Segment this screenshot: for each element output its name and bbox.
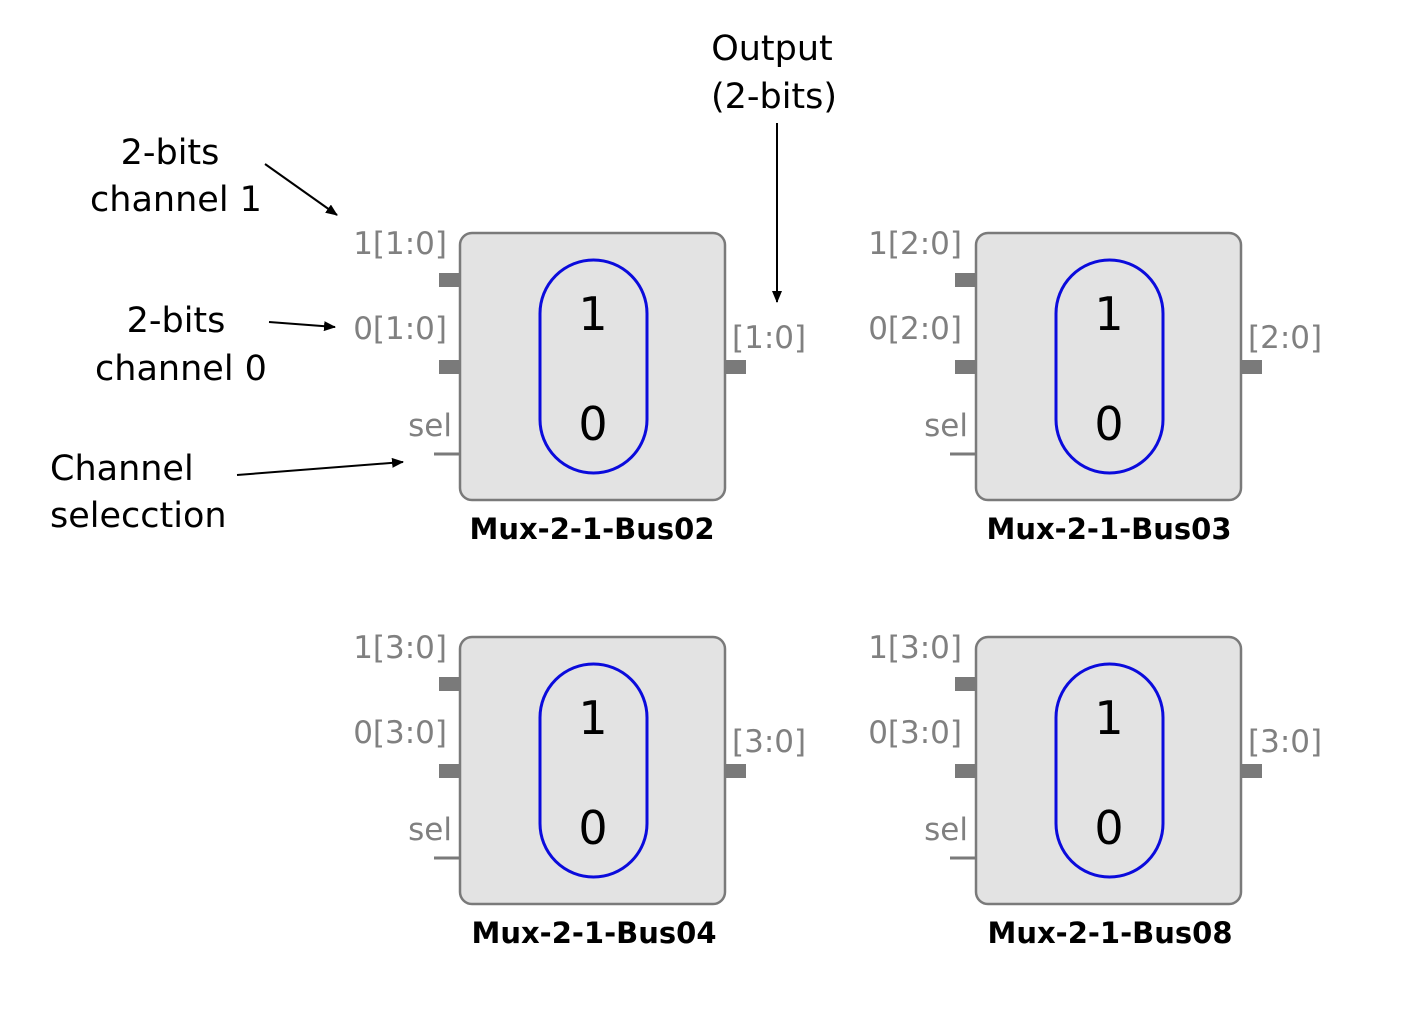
arrow-channel0 — [268, 321, 336, 332]
block-title: Mux-2-1-Bus02 — [469, 512, 714, 546]
mux-symbol — [1054, 258, 1165, 475]
annotation-output: Output (2-bits) — [711, 29, 837, 303]
input-0-port[interactable] — [439, 360, 460, 374]
output-label: [1:0] — [732, 320, 806, 356]
input-0-label: 0[1:0] — [353, 311, 447, 347]
annotation-channel0-line1: 2-bits — [127, 301, 226, 341]
mux-block-bus02[interactable]: 1[1:0] 0[1:0] sel 1 0 [1:0] Mux-2-1-Bus0… — [353, 226, 806, 546]
output-port[interactable] — [725, 360, 746, 374]
input-1-port[interactable] — [439, 677, 460, 691]
block-title: Mux-2-1-Bus03 — [986, 512, 1231, 546]
input-1-label: 1[3:0] — [868, 630, 962, 666]
mux-top-value: 1 — [1094, 691, 1123, 745]
block-title: Mux-2-1-Bus08 — [987, 916, 1232, 950]
output-port[interactable] — [1241, 360, 1262, 374]
mux-bottom-value: 0 — [578, 801, 607, 855]
input-1-port[interactable] — [955, 273, 976, 287]
output-label: [3:0] — [732, 724, 806, 760]
input-0-label: 0[3:0] — [868, 715, 962, 751]
input-1-label: 1[1:0] — [353, 226, 447, 262]
annotation-channel0-line2: channel 0 — [95, 349, 267, 389]
mux-symbol — [538, 258, 649, 475]
arrow-channel1 — [264, 163, 338, 216]
annotation-output-line2: (2-bits) — [711, 77, 837, 117]
input-0-port[interactable] — [955, 764, 976, 778]
mux-top-value: 1 — [578, 287, 607, 341]
mux-bottom-value: 0 — [1094, 801, 1123, 855]
input-0-port[interactable] — [955, 360, 976, 374]
mux-body[interactable] — [458, 635, 727, 906]
sel-label: sel — [924, 812, 968, 848]
input-0-label: 0[3:0] — [353, 715, 447, 751]
sel-label: sel — [408, 408, 452, 444]
annotation-channel1-line2: channel 1 — [90, 180, 262, 220]
annotation-channel1-line1: 2-bits — [121, 133, 220, 173]
sel-label: sel — [924, 408, 968, 444]
input-1-label: 1[2:0] — [868, 226, 962, 262]
mux-symbol — [538, 662, 649, 879]
output-label: [2:0] — [1248, 320, 1322, 356]
arrow-selection — [236, 457, 404, 476]
input-0-port[interactable] — [439, 764, 460, 778]
input-1-port[interactable] — [955, 677, 976, 691]
sel-label: sel — [408, 812, 452, 848]
output-port[interactable] — [725, 764, 746, 778]
annotation-selection-line1: Channel — [50, 449, 194, 489]
mux-body[interactable] — [458, 231, 727, 502]
mux-body[interactable] — [974, 231, 1243, 502]
mux-top-value: 1 — [578, 691, 607, 745]
mux-bottom-value: 0 — [578, 397, 607, 451]
output-port[interactable] — [1241, 764, 1262, 778]
annotation-channel0: 2-bits channel 0 — [95, 301, 336, 389]
annotation-output-line1: Output — [711, 29, 833, 69]
annotation-channel1: 2-bits channel 1 — [90, 133, 338, 220]
mux-body[interactable] — [974, 635, 1243, 906]
mux-block-bus04[interactable]: 1[3:0] 0[3:0] sel 1 0 [3:0] Mux-2-1-Bus0… — [353, 630, 806, 950]
block-title: Mux-2-1-Bus04 — [471, 916, 716, 950]
mux-block-bus08[interactable]: 1[3:0] 0[3:0] sel 1 0 [3:0] Mux-2-1-Bus0… — [868, 630, 1322, 950]
output-label: [3:0] — [1248, 724, 1322, 760]
annotation-selection-line2: selecction — [50, 496, 227, 536]
mux-block-bus03[interactable]: 1[2:0] 0[2:0] sel 1 0 [2:0] Mux-2-1-Bus0… — [868, 226, 1322, 546]
input-0-label: 0[2:0] — [868, 311, 962, 347]
mux-bottom-value: 0 — [1094, 397, 1123, 451]
mux-symbol — [1054, 662, 1165, 879]
input-1-port[interactable] — [439, 273, 460, 287]
annotation-selection: Channel selecction — [50, 449, 404, 536]
mux-top-value: 1 — [1094, 287, 1123, 341]
input-1-label: 1[3:0] — [353, 630, 447, 666]
